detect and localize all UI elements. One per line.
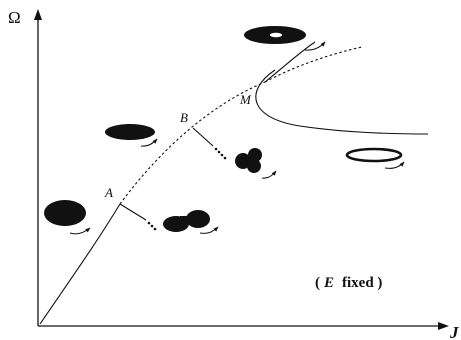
sphere-shape <box>44 200 86 226</box>
branch-dot-B-3 <box>220 153 224 157</box>
ring-sequence-branch <box>255 69 429 135</box>
binary-shape <box>163 210 210 232</box>
ring-shape <box>345 147 403 163</box>
branch-dot-B-1 <box>214 147 218 151</box>
x-axis-arrow <box>438 322 449 330</box>
rotation-arrow-spheroid <box>140 138 158 147</box>
branch-dot-B-4 <box>223 156 227 160</box>
triple-cluster-shape <box>235 148 262 173</box>
branch-line-A <box>119 203 147 221</box>
x-axis-label: J <box>449 323 459 340</box>
disk-with-hole-shape <box>244 26 306 44</box>
branch-dot-A-1 <box>147 221 151 225</box>
point-label-M: M <box>239 92 252 107</box>
flattened-spheroid-shape <box>105 124 155 140</box>
note-text: fixed ) <box>342 275 382 291</box>
point-label-B: B <box>180 110 188 125</box>
dashed-sequence-A-to-M <box>119 81 266 205</box>
branch-line-B <box>192 127 214 147</box>
branch-dot-B-2 <box>217 150 221 154</box>
y-axis-arrow <box>34 9 42 20</box>
rotation-arrow-binary <box>199 226 219 234</box>
branch-dot-A-3 <box>153 227 157 231</box>
dashed-sequence-beyond-M <box>264 46 363 83</box>
rotation-arrow-cluster <box>261 170 277 179</box>
rotation-arrow-sphere <box>69 227 91 235</box>
y-axis-label: Ω <box>8 8 21 27</box>
note-variable: E <box>323 275 334 291</box>
rotation-arrow-disk <box>304 41 326 51</box>
point-label-A: A <box>104 185 113 200</box>
solid-sequence-origin-to-A <box>39 203 121 325</box>
rotation-arrow-ring <box>384 161 405 169</box>
solid-sequence-M-upward <box>264 41 316 83</box>
note-open-paren: ( <box>315 275 320 291</box>
branch-dot-A-2 <box>150 224 154 228</box>
